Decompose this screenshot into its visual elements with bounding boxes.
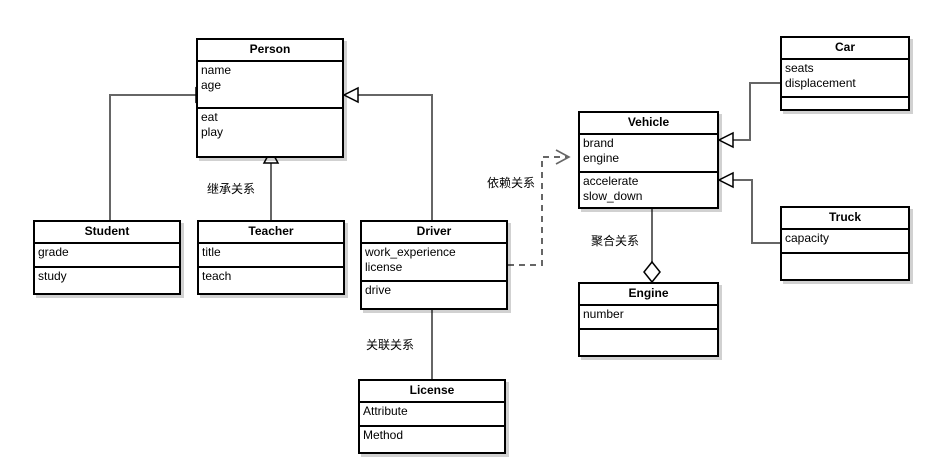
operation-item: study <box>38 269 67 283</box>
attribute-item: engine <box>583 151 620 165</box>
attribute-item: license <box>365 260 403 274</box>
edge-truck-vehicle <box>717 171 780 244</box>
class-operations-license: Method <box>360 427 504 445</box>
edge-car-vehicle <box>717 82 780 149</box>
edge-teacher-person <box>262 148 280 220</box>
attribute-item: displacement <box>785 76 856 90</box>
class-operations-engine <box>580 330 717 333</box>
class-operations-teacher: teach <box>199 268 343 286</box>
class-operations-vehicle: accelerate slow_down <box>580 173 717 206</box>
class-operations-student: study <box>35 268 179 286</box>
class-attributes-teacher: title <box>199 244 343 268</box>
class-box-student[interactable]: Student grade study <box>33 220 181 295</box>
class-title-truck: Truck <box>782 208 908 230</box>
operation-item: drive <box>365 283 392 297</box>
class-box-truck[interactable]: Truck capacity <box>780 206 910 281</box>
edge-driver-vehicle <box>508 149 571 266</box>
class-attributes-student: grade <box>35 244 179 268</box>
class-attributes-car: seats displacement <box>782 60 908 98</box>
attribute-item: grade <box>38 245 69 259</box>
class-operations-truck <box>782 254 908 257</box>
class-attributes-vehicle: brand engine <box>580 135 717 173</box>
attribute-item: title <box>202 245 221 259</box>
class-title-teacher: Teacher <box>199 222 343 244</box>
class-box-teacher[interactable]: Teacher title teach <box>197 220 345 295</box>
attribute-item: capacity <box>785 231 830 245</box>
class-title-engine: Engine <box>580 284 717 306</box>
class-title-license: License <box>360 381 504 403</box>
class-box-car[interactable]: Car seats displacement <box>780 36 910 111</box>
class-box-vehicle[interactable]: Vehicle brand engine accelerate slow_dow… <box>578 111 719 209</box>
class-attributes-truck: capacity <box>782 230 908 254</box>
label-association: 关联关系 <box>366 338 415 352</box>
class-attributes-person: name age <box>198 62 342 109</box>
operation-item: Method <box>363 428 404 442</box>
operation-item: slow_down <box>583 189 643 203</box>
attribute-item: number <box>583 307 624 321</box>
class-title-vehicle: Vehicle <box>580 113 717 135</box>
class-operations-person: eat play <box>198 109 342 142</box>
class-attributes-driver: work_experience license <box>362 244 506 282</box>
edge-vehicle-engine <box>643 209 661 284</box>
attribute-item: name <box>201 63 232 77</box>
label-aggregation: 聚合关系 <box>591 234 640 248</box>
class-operations-driver: drive <box>362 282 506 300</box>
class-title-driver: Driver <box>362 222 506 244</box>
attribute-item: seats <box>785 61 814 75</box>
operation-item: play <box>201 125 224 139</box>
class-attributes-engine: number <box>580 306 717 330</box>
class-attributes-license: Attribute <box>360 403 504 427</box>
attribute-item: brand <box>583 136 614 150</box>
label-dependency: 依赖关系 <box>487 176 536 190</box>
class-operations-car <box>782 98 908 101</box>
attribute-item: age <box>201 78 222 92</box>
operation-item: accelerate <box>583 174 639 188</box>
operation-item: eat <box>201 110 218 124</box>
class-box-engine[interactable]: Engine number <box>578 282 719 357</box>
class-box-license[interactable]: License Attribute Method <box>358 379 506 454</box>
class-box-person[interactable]: Person name age eat play <box>196 38 344 158</box>
class-title-person: Person <box>198 40 342 62</box>
label-inheritance: 继承关系 <box>207 182 256 196</box>
edge-student-person <box>109 86 212 220</box>
class-title-student: Student <box>35 222 179 244</box>
edge-driver-person <box>342 86 433 220</box>
attribute-item: work_experience <box>365 245 456 259</box>
attribute-item: Attribute <box>363 404 408 418</box>
operation-item: teach <box>202 269 232 283</box>
class-box-driver[interactable]: Driver work_experience license drive <box>360 220 508 310</box>
class-title-car: Car <box>782 38 908 60</box>
